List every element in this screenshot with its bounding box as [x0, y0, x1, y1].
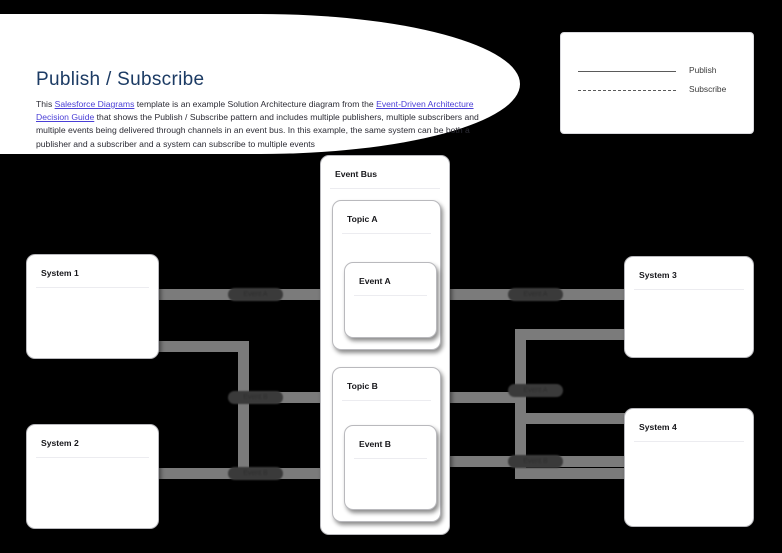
salesforce-diagrams-link[interactable]: Salesforce Diagrams — [54, 99, 135, 109]
legend-box: Publish Subscribe — [560, 32, 754, 134]
page-title: Publish / Subscribe — [36, 69, 205, 90]
connector-left-mid-to-bus — [238, 392, 348, 403]
system-2-divider — [36, 457, 149, 458]
connector-vertical-right-mid — [515, 329, 526, 478]
event-a-divider — [354, 295, 427, 296]
event-b-node[interactable]: Event B — [344, 425, 437, 510]
event-driven-architecture-link[interactable]: Event-Driven Architecture Decision Guide — [36, 99, 474, 123]
connector-label: Event B — [508, 455, 563, 468]
system-3-label: System 3 — [639, 270, 677, 280]
event-a-label: Event A — [359, 276, 391, 286]
system-3-divider — [634, 289, 744, 290]
system-3-node[interactable]: System 3 — [624, 256, 754, 358]
connector-label: Event A — [508, 384, 563, 397]
connector-label: Event B — [228, 391, 283, 404]
system-1-node[interactable]: System 1 — [26, 254, 159, 359]
legend-label-subscribe: Subscribe — [689, 84, 727, 94]
publish-line-icon — [578, 71, 676, 72]
description-prefix: This — [36, 99, 55, 109]
system-4-node[interactable]: System 4 — [624, 408, 754, 527]
system-2-label: System 2 — [41, 438, 79, 448]
topic-b-label: Topic B — [347, 381, 378, 391]
event-b-divider — [354, 458, 427, 459]
topic-a-label: Topic A — [347, 214, 378, 224]
topic-a-divider — [342, 233, 431, 234]
connector-label: Event A — [508, 288, 563, 301]
connector-system1-down — [157, 341, 249, 352]
system-4-divider — [634, 441, 744, 442]
connector-label: Event B — [228, 467, 283, 480]
legend-item-subscribe: Subscribe — [561, 84, 753, 98]
topic-b-divider — [342, 400, 431, 401]
description-mid-1: template is an example Solution Architec… — [134, 99, 377, 109]
legend-item-publish: Publish — [561, 65, 753, 79]
connector-right-mid-branch — [515, 413, 635, 424]
system-2-node[interactable]: System 2 — [26, 424, 159, 529]
connector-bus-to-right-mid — [448, 392, 526, 403]
connector-label: Event A — [228, 288, 283, 301]
connector-right-bottom-stub — [515, 468, 635, 479]
connector-vertical-left-mid — [238, 341, 249, 478]
connector-right-top-branch — [515, 329, 635, 340]
event-bus-label: Event Bus — [335, 169, 378, 179]
system-1-label: System 1 — [41, 268, 79, 278]
system-1-divider — [36, 287, 149, 288]
header-panel: Publish / Subscribe This Salesforce Diag… — [0, 14, 520, 154]
subscribe-line-icon — [578, 90, 676, 91]
description-mid-2: that shows the Publish / Subscribe patte… — [36, 112, 479, 149]
event-a-node[interactable]: Event A — [344, 262, 437, 338]
header-description: This Salesforce Diagrams template is an … — [36, 98, 481, 151]
event-bus-divider — [330, 188, 440, 189]
system-4-label: System 4 — [639, 422, 677, 432]
event-b-label: Event B — [359, 439, 391, 449]
legend-label-publish: Publish — [689, 65, 717, 75]
